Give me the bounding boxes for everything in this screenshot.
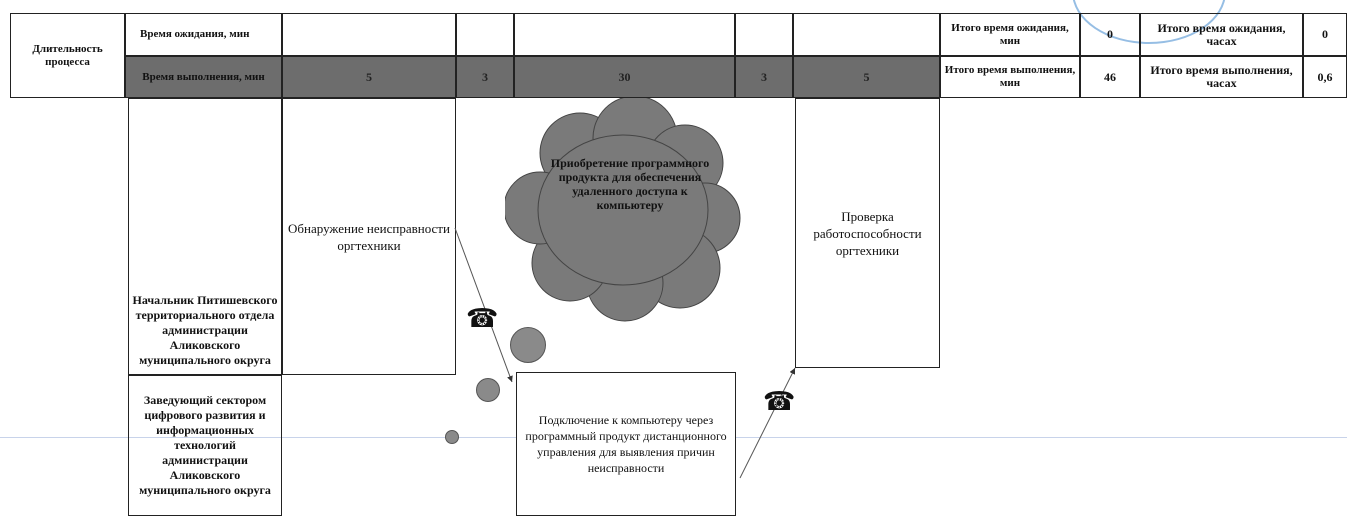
cloud-shape bbox=[505, 98, 741, 322]
total-exec-hours-label: Итого время выполнения, часах bbox=[1150, 63, 1293, 90]
cloud-text: Приобретение программного продукта для о… bbox=[550, 156, 710, 212]
total-exec-hours-value: 0,6 bbox=[1317, 69, 1333, 84]
cloud-label: Приобретение программного продукта для о… bbox=[545, 156, 715, 212]
arrow-detect-to-connect bbox=[454, 227, 513, 383]
step-connect-label: Подключение к компьютеру через программн… bbox=[525, 413, 727, 475]
exec-label-cell: Время выполнения, мин bbox=[125, 56, 282, 98]
total-wait-min-label-cell: Итого время ожидания, мин bbox=[940, 13, 1080, 56]
thought-bubble bbox=[445, 430, 459, 444]
step-verify-equipment: Проверка работоспособности оргтехники bbox=[795, 98, 940, 368]
total-exec-min-label: Итого время выполнения, мин bbox=[944, 64, 1076, 89]
total-exec-min-value: 46 bbox=[1104, 69, 1116, 84]
total-exec-min-label-cell: Итого время выполнения, мин bbox=[940, 56, 1080, 98]
exec-value-cell: 3 bbox=[456, 56, 514, 98]
wait-cell bbox=[456, 13, 514, 56]
role-it-sector-head: Заведующий сектором цифрового развития и… bbox=[128, 375, 282, 516]
step-detect-label: Обнаружение неисправности оргтехники bbox=[288, 220, 450, 253]
role2-label: Заведующий сектором цифрового развития и… bbox=[139, 393, 271, 497]
wait-cell bbox=[282, 13, 456, 56]
exec-label: Время выполнения, мин bbox=[142, 70, 265, 83]
total-exec-min-value-cell: 46 bbox=[1080, 56, 1140, 98]
total-exec-hours-label-cell: Итого время выполнения, часах bbox=[1140, 56, 1303, 98]
thought-bubble bbox=[476, 378, 500, 402]
total-wait-hours-label-cell: Итого время ожидания, часах bbox=[1140, 13, 1303, 56]
exec-value-cell: 5 bbox=[793, 56, 940, 98]
exec-value: 5 bbox=[366, 69, 372, 84]
wait-cell bbox=[514, 13, 735, 56]
step-detect-malfunction: Обнаружение неисправности оргтехники bbox=[282, 98, 456, 375]
exec-value: 3 bbox=[761, 69, 767, 84]
step-remote-connect: Подключение к компьютеру через программн… bbox=[516, 372, 736, 516]
role1-label: Начальник Питишевского территориального … bbox=[132, 293, 278, 367]
exec-value-cell: 30 bbox=[514, 56, 735, 98]
exec-value-cell: 5 bbox=[282, 56, 456, 98]
telephone-icon: ☎ bbox=[466, 304, 499, 334]
wait-label-cell: Время ожидания, мин bbox=[125, 13, 282, 56]
cloud-body bbox=[505, 98, 741, 322]
exec-value: 30 bbox=[618, 69, 631, 84]
total-wait-hours-value: 0 bbox=[1322, 27, 1328, 41]
exec-value: 5 bbox=[863, 69, 870, 84]
total-wait-hours-label: Итого время ожидания, часах bbox=[1157, 20, 1286, 48]
total-wait-min-value: 0 bbox=[1107, 27, 1113, 41]
arrow-connect-to-verify bbox=[739, 367, 796, 479]
exec-value: 3 bbox=[482, 69, 488, 84]
duration-label: Длительность процесса bbox=[32, 42, 103, 68]
total-wait-min-label: Итого время ожидания, мин bbox=[951, 21, 1069, 47]
thought-bubble bbox=[510, 327, 546, 363]
step-verify-label: Проверка работоспособности оргтехники bbox=[813, 208, 922, 258]
wait-cell bbox=[735, 13, 793, 56]
role-head-of-department: Начальник Питишевского территориального … bbox=[128, 98, 282, 375]
exec-value-cell: 3 bbox=[735, 56, 793, 98]
duration-label-cell: Длительность процесса bbox=[10, 13, 125, 98]
wait-label: Время ожидания, мин bbox=[140, 28, 250, 40]
wait-cell bbox=[793, 13, 940, 56]
total-wait-min-value-cell: 0 bbox=[1080, 13, 1140, 56]
telephone-icon: ☎ bbox=[763, 387, 796, 417]
